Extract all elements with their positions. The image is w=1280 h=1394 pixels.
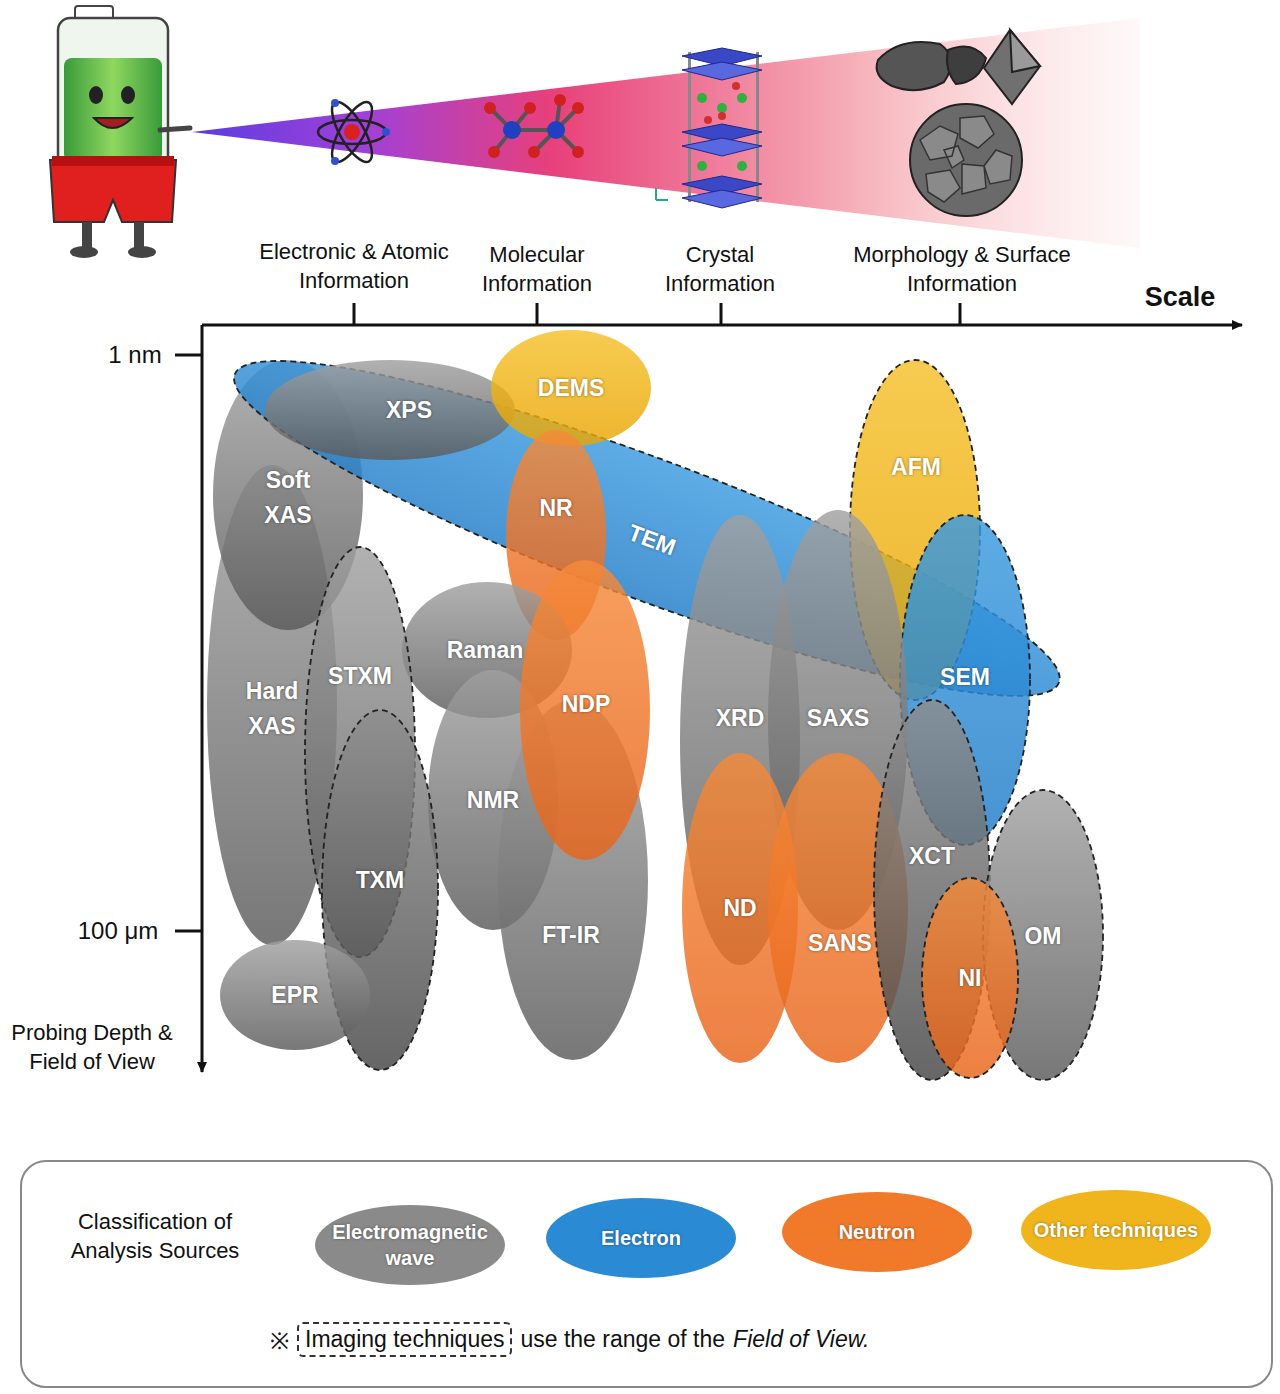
legend-item: Electron (543, 1196, 739, 1280)
axis-label: Crystal Information (645, 241, 795, 298)
crystal-icon (656, 48, 762, 208)
legend-text: Other techniques (1031, 1217, 1201, 1243)
technique-label: Raman (447, 633, 524, 668)
legend-swatch (315, 1205, 505, 1285)
technique-ellipse: XPS (265, 360, 515, 460)
particle-icons (877, 30, 1040, 216)
legend-text: Neutron (792, 1219, 962, 1245)
ellipse-fill (520, 560, 650, 860)
ellipse-fill (265, 360, 515, 460)
legend-text: Electron (556, 1225, 726, 1251)
technique-ellipse: NI (922, 878, 1018, 1078)
legend-item: Other techniques (1018, 1188, 1214, 1272)
axis-label: Molecular Information (462, 241, 612, 298)
atom-icon (318, 97, 390, 168)
technique-label: Soft XAS (253, 463, 323, 532)
footnote-text: Imaging techniques (297, 1322, 512, 1357)
technique-label: STXM (328, 659, 392, 694)
axis-label: Electronic & Atomic Information (239, 238, 469, 295)
footnote-text: ※ (270, 1324, 289, 1356)
technique-ellipse: EPR (220, 940, 370, 1050)
technique-label: NMR (467, 783, 519, 818)
technique-label: SAXS (807, 701, 870, 736)
ellipse-fill (220, 940, 370, 1050)
technique-label: Hard XAS (237, 674, 307, 743)
scale-cone (192, 18, 1140, 248)
technique-label: NR (539, 491, 572, 526)
technique-label: NI (959, 961, 982, 996)
technique-label: DEMS (538, 371, 604, 406)
axis-label: Probing Depth & Field of View (0, 1019, 187, 1076)
footnote-text: Field of View. (733, 1326, 869, 1353)
technique-label: ND (723, 891, 756, 926)
technique-ellipse: NDP (520, 560, 650, 860)
axis-label: Classification of Analysis Sources (45, 1208, 265, 1265)
technique-label: SEM (940, 660, 990, 695)
axis-label: 100 μm (78, 915, 159, 946)
legend-swatch (546, 1198, 736, 1278)
battery-mascot (50, 6, 190, 258)
technique-ellipse: DEMS (491, 330, 651, 446)
legend-swatch (1021, 1190, 1211, 1270)
molecule-icon (484, 94, 584, 158)
legend-item: Electromagnetic wave (312, 1203, 508, 1287)
technique-label: XCT (909, 839, 955, 874)
footnote-row: ※Imaging techniques use the range of the F… (270, 1322, 869, 1357)
technique-label: XPS (386, 393, 432, 428)
technique-label: TXM (356, 863, 405, 898)
legend-text: Electromagnetic wave (325, 1219, 495, 1271)
legend-swatch (782, 1192, 972, 1272)
axis-label: Scale (1145, 280, 1216, 315)
technique-label: OM (1024, 919, 1061, 954)
ellipse-fill (922, 878, 1018, 1078)
technique-label: SANS (808, 926, 872, 961)
ellipse-fill (491, 330, 651, 446)
technique-label: EPR (271, 978, 318, 1013)
technique-label: XRD (716, 701, 765, 736)
technique-label: AFM (891, 450, 941, 485)
axis-label: 1 nm (108, 339, 161, 370)
technique-label: FT-IR (542, 918, 600, 953)
footnote-text: use the range of the (520, 1326, 725, 1353)
axis-label: Morphology & Surface Information (837, 241, 1087, 298)
technique-label: NDP (562, 687, 611, 722)
legend-swatch-svg (312, 1203, 508, 1287)
legend-item: Neutron (779, 1190, 975, 1274)
